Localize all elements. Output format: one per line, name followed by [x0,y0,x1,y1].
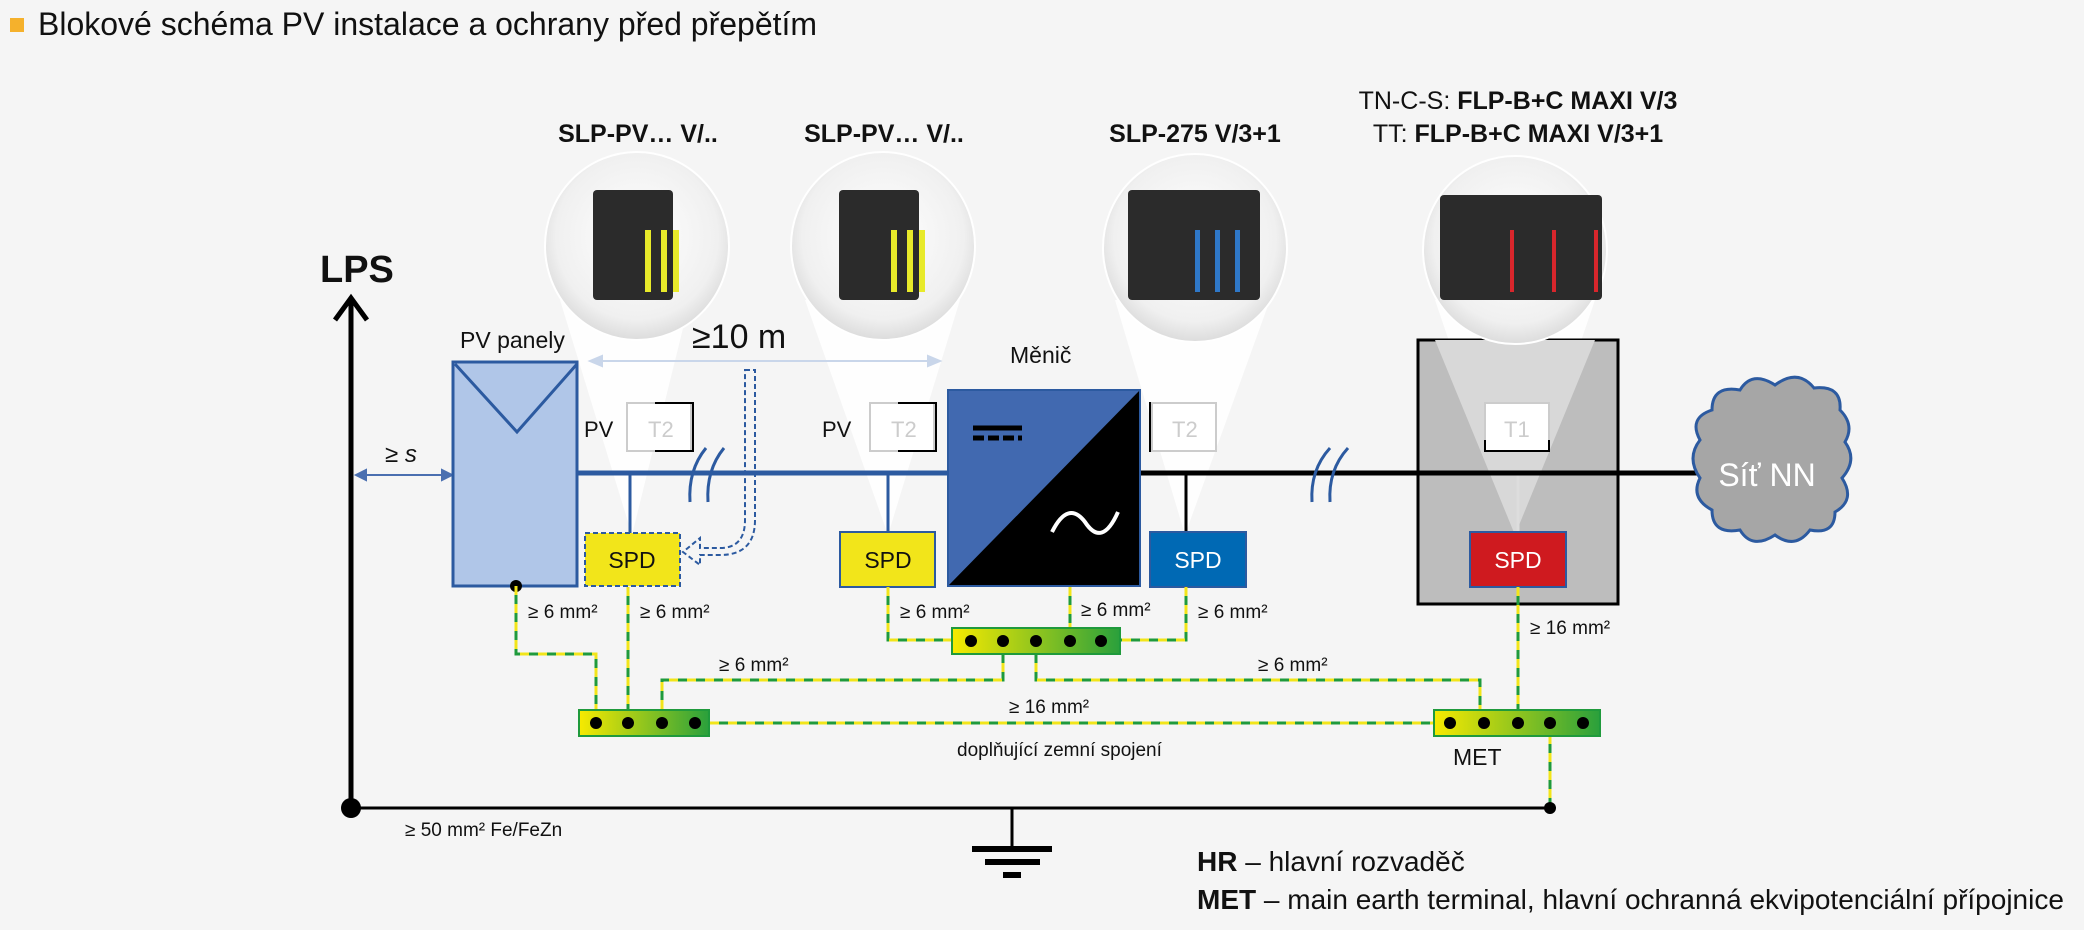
product-label-3: SLP-275 V/3+1 [1109,120,1281,148]
cs-label-inverter: ≥ 6 mm² [1081,600,1151,621]
pv-label-2: PV [822,417,852,442]
t2-label-1: T2 [648,417,674,442]
spd-3 [1149,531,1247,588]
pe-conductors [514,586,1552,808]
inverter [947,389,1141,587]
pv-panel-symbol [453,362,579,435]
title-text: Blokové schéma PV instalace a ochrany př… [38,6,818,42]
lps-down-conductor [332,293,370,818]
line-break-ac [1310,446,1350,503]
t2-label-2: T2 [891,417,917,442]
pv-panels-label: PV panely [460,327,565,353]
product-label-4-line1: TN-C-S: FLP-B+C MAXI V/3 [1359,87,1678,115]
legend-hr-text: – hlavní rozvaděč [1237,846,1465,877]
spd-4-label: SPD [1494,547,1541,573]
t2-box-3 [1149,402,1217,452]
spd-1-label: SPD [608,547,655,573]
busbar-inverter [951,627,1121,655]
product-label-4-line2: TT: FLP-B+C MAXI V/3+1 [1373,120,1663,148]
earth-electrode-label: ≥ 50 mm² Fe/FeZn [405,820,562,841]
cs-label-main: ≥ 16 mm² [1009,697,1089,718]
grid-cloud-icon [1691,375,1853,543]
lps-label: LPS [320,249,394,291]
slide-title: Blokové schéma PV instalace a ochrany př… [10,6,817,43]
title-bullet-icon [10,17,24,32]
legend-met-abbr: MET [1197,884,1257,915]
hr-label: HR [1495,355,1541,391]
product-spd-1 [544,151,730,341]
t2-label-3: T2 [1172,417,1198,442]
met-label: MET [1453,744,1502,770]
product-spd-2 [790,151,976,341]
spd-1-optional [584,532,681,587]
product-label-1: SLP-PV… V/.. [558,120,718,148]
distance-arrow [587,354,943,368]
t1-box [1484,402,1550,452]
cs-label-spd2: ≥ 6 mm² [900,602,970,623]
product-spd-3 [1102,153,1288,343]
cs-label-pv: ≥ 6 mm² [528,602,598,623]
product-spd-4 [1422,155,1608,345]
line-break-dc [688,447,726,503]
legend-hr-abbr: HR [1197,846,1238,877]
cs-label-hr: ≥ 16 mm² [1530,618,1610,639]
ac-sine-icon [1050,511,1120,535]
cs-label-link1: ≥ 6 mm² [719,655,789,676]
distance-label: ≥10 m [692,318,786,356]
pv-panel [451,360,579,588]
met-busbar [1433,709,1601,737]
ground-symbol-icon [972,808,1052,878]
t2-box-1 [626,402,694,452]
spd-4 [1469,531,1567,588]
spd-3-label: SPD [1174,547,1221,573]
busbar-pv [578,709,710,737]
inverter-label: Měnič [1010,342,1071,368]
product-label-2: SLP-PV… V/.. [804,120,964,148]
supplementary-earth-label: doplňující zemní spojení [957,740,1163,761]
relocate-spd-arrow-icon [681,369,756,568]
spd-2 [839,531,936,588]
legend-hr: HR – hlavní rozvaděč [1197,846,1465,878]
pv-label-1: PV [584,417,614,442]
t1-label: T1 [1504,417,1530,442]
grid-label: Síť NN [1718,457,1815,493]
t2-box-2 [869,402,937,452]
cs-label-link2: ≥ 6 mm² [1258,655,1328,676]
cs-label-spd3: ≥ 6 mm² [1198,602,1268,623]
legend-met: MET – main earth terminal, hlavní ochran… [1197,884,2064,916]
clearance-arrow [353,468,455,482]
clearance-label: ≥ s [385,441,417,468]
cs-label-spd1: ≥ 6 mm² [640,602,710,623]
spd-2-label: SPD [864,547,911,573]
legend-met-text: – main earth terminal, hlavní ochranná e… [1256,884,2064,915]
